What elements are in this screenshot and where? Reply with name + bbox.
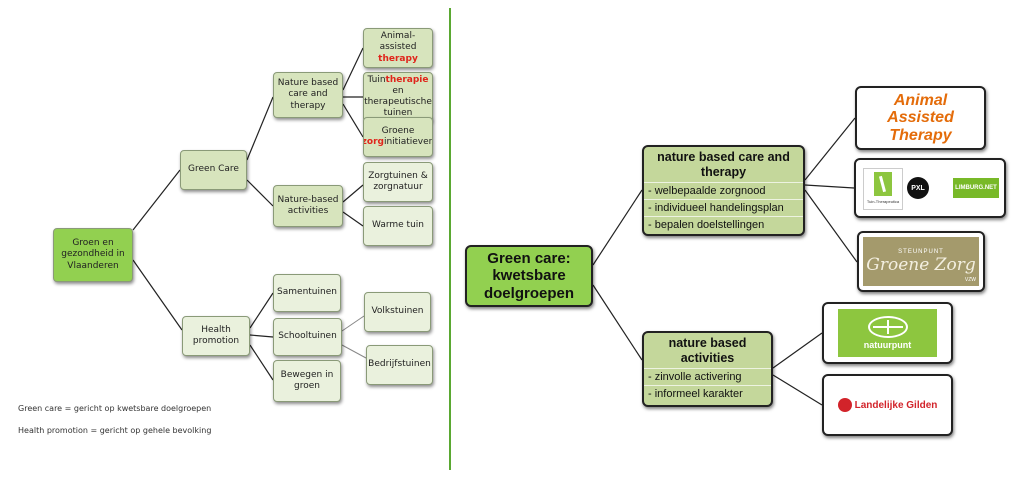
zorgtuinen-node: Zorgtuinen & zorgnatuur <box>363 162 433 202</box>
tuin-therapeutica-logo: Tuin-Therapeutica <box>863 168 903 210</box>
activities-bullet: zinvolle activering <box>644 368 771 385</box>
animal-therapy-logo-box: Animal Assisted Therapy <box>855 86 986 150</box>
partner-logos-box: Tuin-Therapeutica PXL LIMBURG.NET <box>854 158 1006 218</box>
landelijke-gilden-logo-box: Landelijke Gilden <box>822 374 953 436</box>
bedrijfstuinen-label: Bedrijfstuinen <box>368 359 431 370</box>
activities-node: nature based activities zinvolle activer… <box>642 331 773 407</box>
green-care-node: Green Care <box>180 150 247 190</box>
right-root-node: Green care: kwetsbare doelgroepen <box>465 245 593 307</box>
pxl-logo: PXL <box>907 177 929 199</box>
groene-zorg-logo-text: Groene Zorg <box>866 254 976 275</box>
nature-activities-node: Nature-based activities <box>273 185 343 227</box>
schooltuinen-node: Schooltuinen <box>273 318 342 356</box>
note-green-care: Green care = gericht op kwetsbare doelgr… <box>18 404 212 413</box>
warme-tuin-label: Warme tuin <box>372 220 424 231</box>
samentuinen-label: Samentuinen <box>277 287 337 298</box>
activities-title: nature based activities <box>668 336 747 365</box>
animal-assisted-node: Animal-assisted therapy <box>363 28 433 68</box>
samentuinen-node: Samentuinen <box>273 274 341 312</box>
groene-zorg-logo-box: STEUNPUNT Groene Zorg VZW <box>857 231 985 292</box>
volkstuinen-node: Volkstuinen <box>364 292 431 332</box>
schooltuinen-label: Schooltuinen <box>278 331 337 342</box>
steunpunt-text: STEUNPUNT <box>898 248 944 255</box>
zorgtuinen-label: Zorgtuinen & zorgnatuur <box>368 170 428 192</box>
tuin-pre: Tuin <box>367 74 386 85</box>
care-bullet: bepalen doelstellingen <box>644 216 803 233</box>
bewegen-node: Bewegen in groen <box>273 360 341 402</box>
groene-red: zorg <box>363 137 384 147</box>
health-promotion-label: Health promotion <box>192 324 240 346</box>
pxl-logo-text: PXL <box>911 184 925 192</box>
animal-assisted-text: Animal-assisted therapy <box>364 31 432 65</box>
health-promotion-node: Health promotion <box>182 316 250 356</box>
root-node: Groen en gezondheid in Vlaanderen <box>53 228 133 282</box>
animal-pre: Animal-assisted <box>379 31 417 53</box>
right-root-label: Green care: kwetsbare doelgroepen <box>483 250 574 302</box>
tuintherapie-text: Tuintherapie en therapeutische tuinen <box>364 75 432 120</box>
groene-zorg-node: Groene zorginitiatieven <box>363 117 433 157</box>
gilden-emblem-icon <box>837 398 852 412</box>
animal-therapy-logo-text: Animal Assisted Therapy <box>887 91 954 144</box>
tt-logo-mark <box>874 172 892 196</box>
groene-zorg-logo: STEUNPUNT Groene Zorg VZW <box>863 237 979 286</box>
limburg-net-text: LIMBURG.NET <box>955 185 997 191</box>
warme-tuin-node: Warme tuin <box>363 206 433 246</box>
vzw-text: VZW <box>964 277 976 283</box>
care-bullet: individueel handelingsplan <box>644 199 803 216</box>
nature-activities-label: Nature-based activities <box>277 194 339 216</box>
groene-post: initiatieven <box>383 137 433 147</box>
care-title: nature based care and therapy <box>657 150 790 179</box>
bedrijfstuinen-node: Bedrijfstuinen <box>366 345 433 385</box>
natuurpunt-logo-box: natuurpunt <box>822 302 953 364</box>
limburg-net-logo: LIMBURG.NET <box>953 178 999 198</box>
natuurpunt-logo: natuurpunt <box>838 309 937 357</box>
tt-logo-label: Tuin-Therapeutica <box>866 199 900 204</box>
natuurpunt-text: natuurpunt <box>863 340 912 350</box>
landelijke-gilden-logo: Landelijke Gilden <box>837 398 938 412</box>
tuin-post: en therapeutische tuinen <box>364 85 432 119</box>
care-node: nature based care and therapy welbepaald… <box>642 145 805 236</box>
animal-red: therapy <box>378 53 418 64</box>
green-care-label: Green Care <box>188 164 239 175</box>
groene-zorg-text: Groene zorginitiatieven <box>363 125 433 149</box>
tuin-red: therapie <box>385 74 429 85</box>
landelijke-gilden-text: Landelijke Gilden <box>854 399 938 411</box>
groene-pre: Groene <box>381 125 415 136</box>
root-label: Groen en gezondheid in Vlaanderen <box>61 238 125 271</box>
nature-care-label: Nature based care and therapy <box>277 78 339 111</box>
bewegen-label: Bewegen in groen <box>280 369 334 391</box>
nature-care-node: Nature based care and therapy <box>273 72 343 118</box>
volkstuinen-label: Volkstuinen <box>371 306 424 317</box>
note-health-promotion: Health promotion = gericht op gehele bev… <box>18 426 212 435</box>
tuintherapie-node: Tuintherapie en therapeutische tuinen <box>363 72 433 122</box>
care-bullet: welbepaalde zorgnood <box>644 182 803 199</box>
natuurpunt-emblem-icon <box>867 316 908 338</box>
activities-bullet: informeel karakter <box>644 385 771 402</box>
